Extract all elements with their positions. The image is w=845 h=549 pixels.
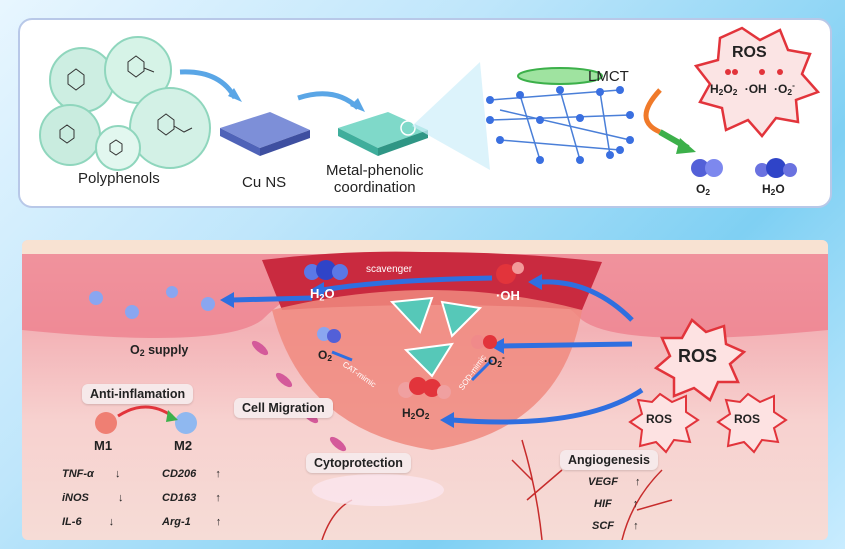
cu-nanosheet: [220, 112, 310, 156]
superoxide-molecule: [471, 335, 497, 349]
metal-phenolic-line1: Metal-phenolic: [326, 162, 424, 179]
ros-oh: ·OH: [744, 82, 767, 96]
m2-macrophage: [175, 412, 197, 434]
sod-arrow: [470, 358, 494, 382]
skin-surface: [22, 240, 828, 254]
product-h2o: H2O: [762, 182, 785, 198]
h2o-molecule: [755, 158, 797, 178]
ros-small-label-1: ROS: [646, 412, 673, 426]
superoxide-label: ·O2-: [484, 352, 505, 370]
anti-inflammation-tag: Anti-inflamation: [82, 384, 194, 404]
marker-arg1: Arg-1 ↑: [162, 516, 222, 528]
marker-vegf: VEGF ↑: [588, 476, 641, 488]
ros-small-label-2: ROS: [734, 412, 761, 426]
marker-hif: HIF ↑: [594, 498, 639, 510]
zoom-cone: [412, 62, 490, 170]
product-o2: O2: [696, 182, 711, 198]
oh-label: ·OH: [496, 288, 520, 303]
ros-main-label: ROS: [678, 346, 718, 366]
conversion-arrow: [643, 88, 662, 135]
flow-arrow-2: [297, 91, 360, 110]
h2o-label: H2O: [310, 286, 335, 303]
nanosheet-cluster: [389, 296, 483, 378]
cytoprotection-dome: [312, 474, 444, 506]
o2-supply-label: O2 supply: [130, 343, 189, 359]
ros-superoxide: ·O2-: [774, 80, 795, 98]
wound-diagram: [22, 240, 828, 540]
oh-molecule: [496, 262, 524, 284]
m1-label: M1: [94, 438, 113, 453]
o2-label: O2: [318, 348, 333, 364]
h2o2-label: H2O2: [402, 406, 430, 422]
scavenger-label: scavenger: [366, 264, 413, 275]
ros-star-small-2: [716, 392, 788, 454]
marker-inos: iNOS ↓: [62, 492, 124, 504]
o2-molecule: [691, 159, 723, 177]
molecular-network: [489, 89, 631, 161]
marker-cd206: CD206 ↑: [162, 468, 221, 480]
ros-star-main: [653, 318, 747, 402]
cell-migration-tag: Cell Migration: [234, 398, 333, 418]
polarization-arrow: [117, 405, 173, 418]
ros-species: H2O2 ·OH ·O2-: [710, 80, 795, 97]
marker-tnf: TNF-α ↓: [62, 468, 121, 480]
lmct-green-ring: [517, 67, 603, 85]
angiogenesis-tag: Angiogenesis: [560, 450, 658, 470]
ros-starburst: [693, 26, 821, 138]
m1-macrophage: [95, 412, 117, 434]
synthesis-diagram: [39, 26, 821, 178]
metal-phenolic-line2: coordination: [333, 179, 416, 196]
h2o-molecule-wound: [304, 260, 348, 280]
ros-arrows: [231, 275, 644, 425]
wound-panel: scavenger H2O ·OH O2 supply O2 CAT-mimic…: [22, 240, 828, 540]
polyphenols-label: Polyphenols: [78, 170, 160, 187]
ros-title: ROS: [732, 44, 767, 61]
cat-arrow: [331, 350, 353, 362]
metal-phenolic-sheet: [338, 112, 428, 156]
cytoprotection-tag: Cytoprotection: [306, 453, 411, 473]
m2-label: M2: [174, 438, 193, 453]
marker-cd163: CD163 ↑: [162, 492, 221, 504]
cu-ns-label: Cu NS: [242, 174, 287, 191]
network-atoms: [486, 86, 634, 164]
ros-h2o2: H2O2: [710, 82, 738, 98]
metal-phenolic-label: Metal-phenolic coordination: [326, 162, 424, 196]
synthesis-panel: Polyphenols Cu NS Metal-phenolic coordin…: [18, 18, 832, 208]
o2-bubbles: [89, 286, 341, 343]
polyphenol-spheres: [39, 36, 211, 171]
ros-star-small-1: [628, 392, 700, 454]
marker-il6: IL-6 ↓: [62, 516, 115, 528]
h2o2-molecule: [398, 377, 451, 399]
lmct-label: LMCT: [588, 68, 629, 85]
marker-scf: SCF ↑: [592, 520, 639, 532]
